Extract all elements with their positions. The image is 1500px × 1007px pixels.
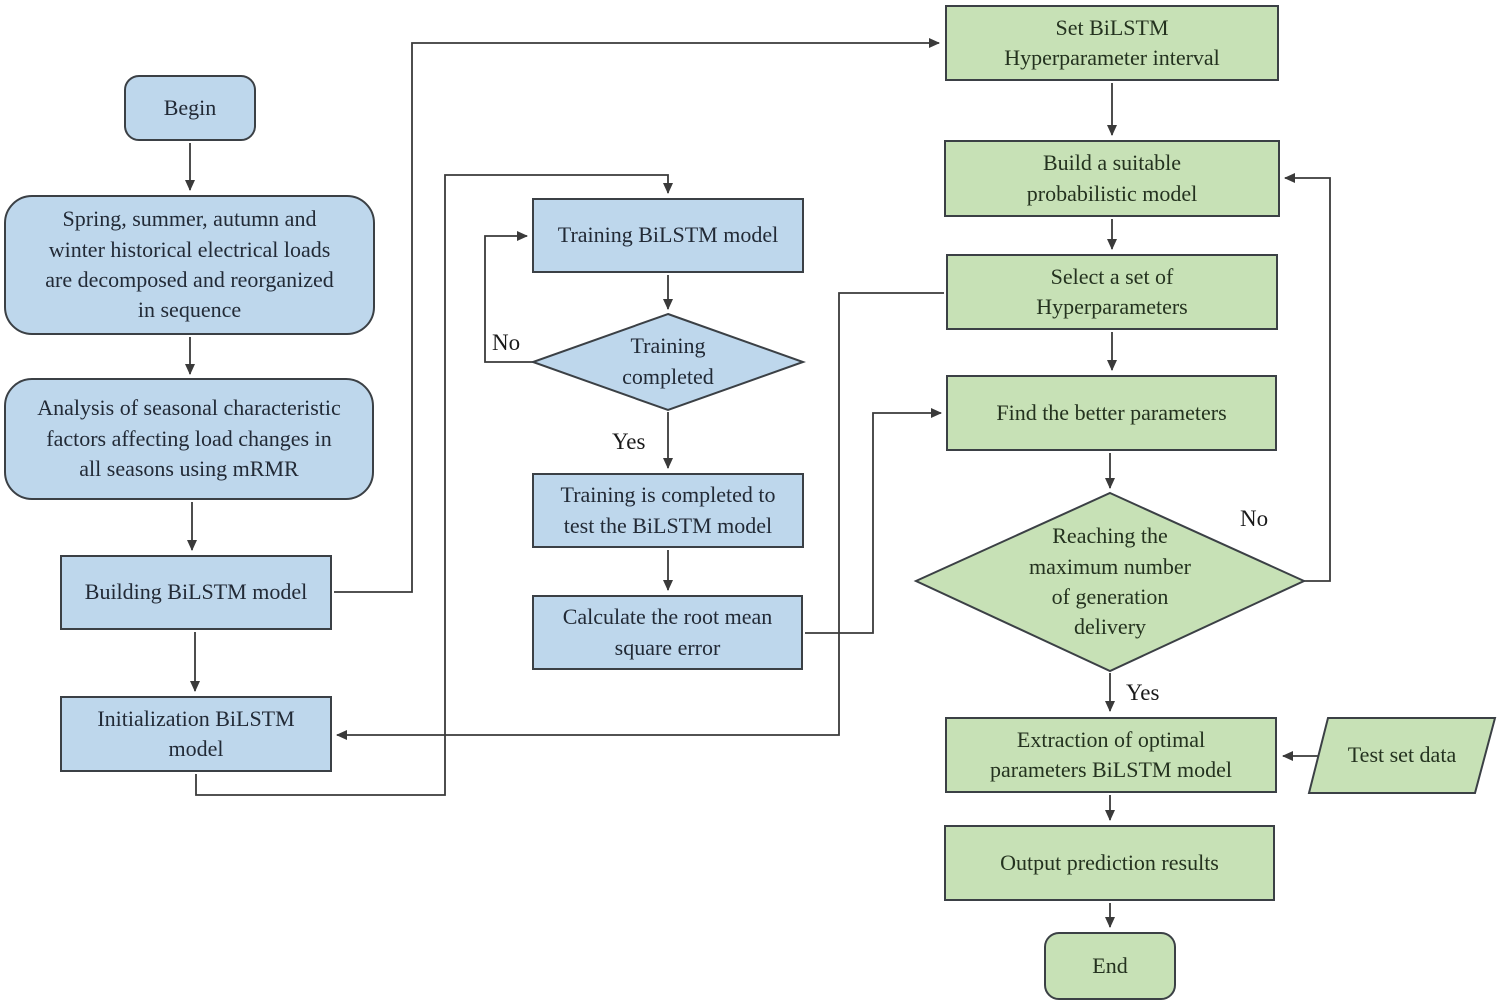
reaching-maximum-diamond (913, 491, 1307, 673)
node-output-prediction-results: Output prediction results (944, 825, 1275, 901)
node-end: End (1044, 932, 1176, 1000)
training-completed-diamond-label: Training completed (622, 333, 714, 389)
training-completed-diamond (530, 312, 806, 412)
edge-selectset-init (336, 292, 944, 740)
reach-yes-label: Yes (1126, 680, 1160, 705)
node-initialization-bilstm: Initialization BiLSTM model (60, 696, 332, 772)
training-yes-label: Yes (612, 429, 646, 454)
node-build-probabilistic-model: Build a suitable probabilistic model (944, 140, 1280, 217)
node-find-better-parameters: Find the better parameters (946, 375, 1277, 451)
node-test-bilstm-model: Training is completed to test the BiLSTM… (532, 473, 804, 548)
node-decompose-loads: Spring, summer, autumn and winter histor… (4, 195, 375, 335)
edge-building-setinterval (334, 38, 940, 593)
edge-rmse-findbetter (805, 408, 942, 634)
node-extraction-optimal-parameters: Extraction of optimal parameters BiLSTM … (945, 717, 1277, 793)
node-training-bilstm: Training BiLSTM model (532, 198, 804, 273)
node-begin: Begin (124, 75, 256, 141)
test-set-data-parallelogram (1307, 717, 1497, 794)
node-select-hyperparameters: Select a set of Hyperparameters (946, 254, 1278, 330)
reaching-maximum-diamond-label: Reaching the maximum number of generatio… (1029, 523, 1191, 640)
node-building-bilstm: Building BiLSTM model (60, 555, 332, 630)
node-mrmr-analysis: Analysis of seasonal characteristic fact… (4, 378, 374, 500)
edge-reachmax-no-buildprob (1284, 173, 1331, 582)
reach-no-label: No (1240, 506, 1269, 531)
training-no-label: No (492, 330, 521, 355)
test-set-data-label: Test set data (1347, 741, 1457, 767)
edge-trainingdone-no-training (484, 231, 533, 363)
node-set-hyperparameter-interval: Set BiLSTM Hyperparameter interval (945, 5, 1279, 81)
edge-init-training (195, 174, 673, 796)
node-calculate-rmse: Calculate the root mean square error (532, 595, 803, 670)
